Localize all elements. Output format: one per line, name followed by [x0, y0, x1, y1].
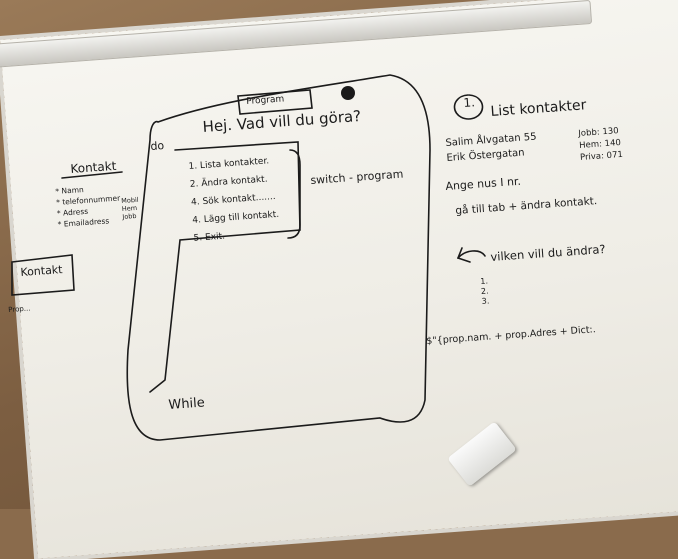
while-label: While	[168, 395, 206, 413]
program-box-outline	[126, 74, 431, 441]
program-label-box	[237, 89, 313, 115]
option-item: 2.	[480, 286, 489, 296]
left-box-outline	[11, 254, 75, 296]
menu-list: 1. Lista kontakter. 2. Ändra kontakt. 4.…	[188, 152, 281, 248]
arrow-line	[457, 250, 486, 259]
arrow-head	[456, 247, 471, 263]
step-circle	[453, 94, 484, 120]
option-item: 3.	[481, 296, 490, 306]
phone-type: Jobb	[122, 211, 137, 221]
step-number: 1.	[463, 95, 476, 110]
hand-drawn-strokes	[11, 74, 486, 441]
magnet	[341, 86, 355, 100]
option-item: 1.	[480, 276, 489, 286]
prop-note: Prop...	[8, 304, 31, 314]
switch-brace	[287, 149, 301, 239]
contact-list: Salim Ålvgatan 55 Erik Östergatan	[445, 130, 538, 166]
phone-types: Mobil Hem Jobb	[121, 196, 140, 221]
field-list: * Namn * telefonnummer * Adress * Emaila…	[55, 182, 122, 230]
inner-box-outline	[149, 141, 301, 393]
kontakt-underline	[61, 171, 123, 179]
phone-list: Jobb: 130 Hem: 140 Priva: 071	[578, 125, 623, 164]
do-label: do	[150, 139, 165, 153]
